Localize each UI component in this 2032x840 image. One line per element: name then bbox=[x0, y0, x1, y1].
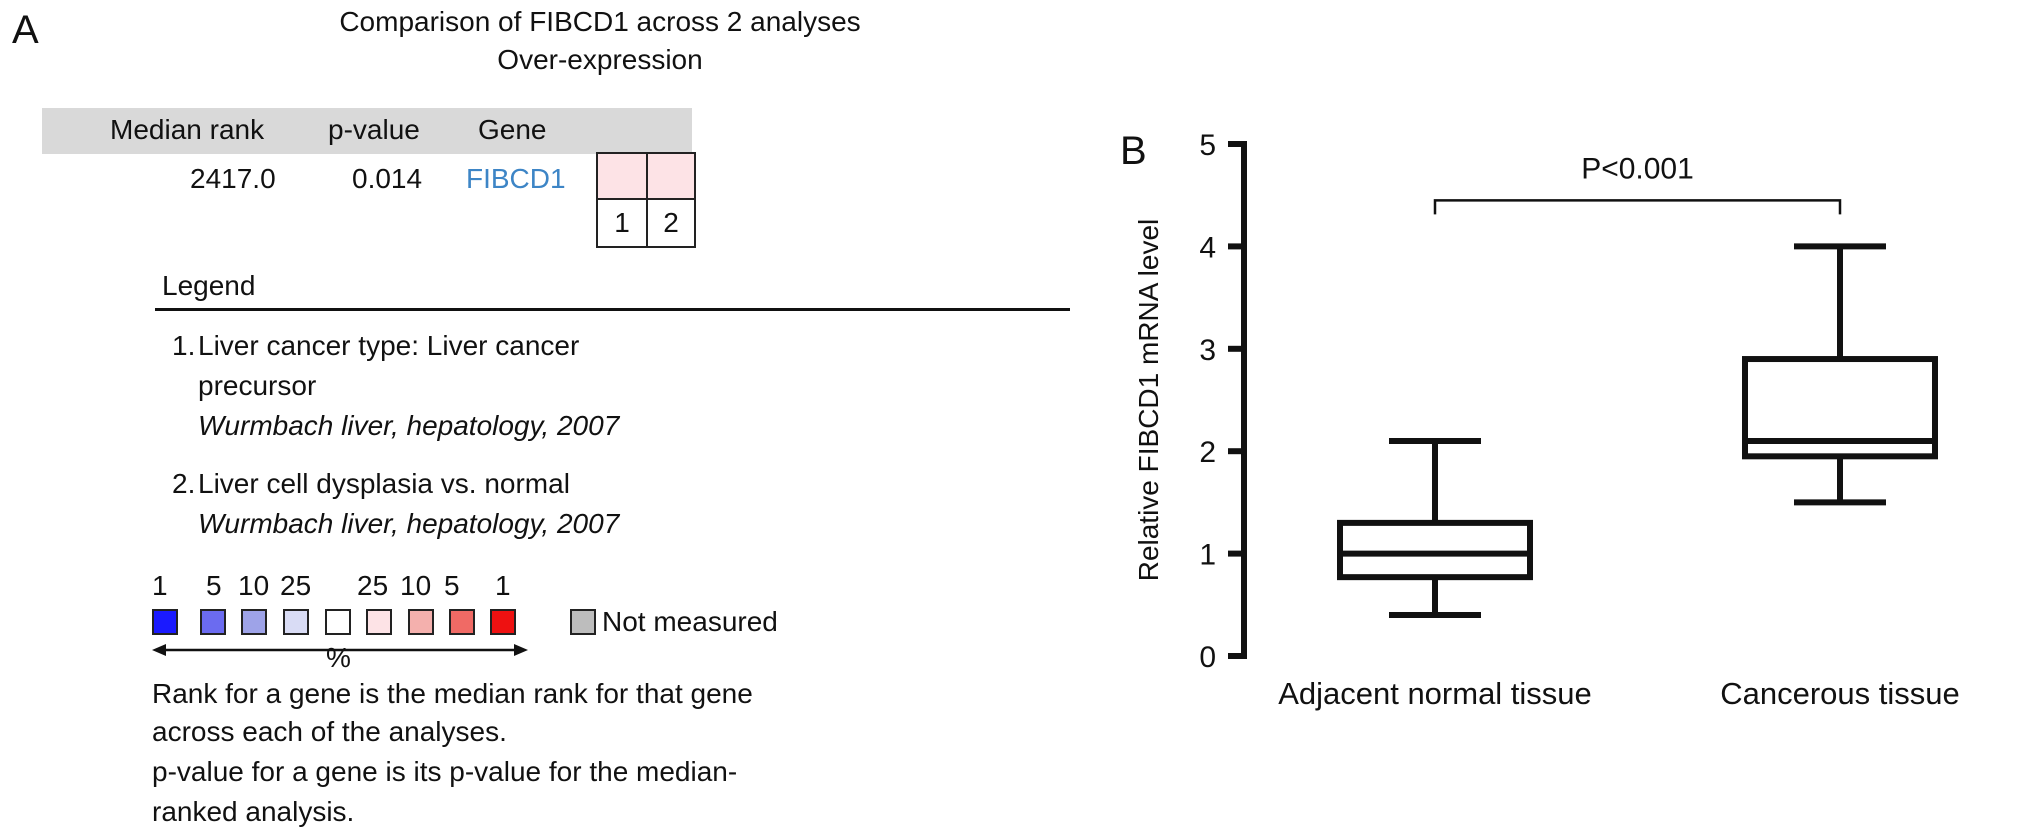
scale-swatch bbox=[449, 609, 475, 635]
x-category-label: Cancerous tissue bbox=[1720, 676, 1960, 711]
note-line: across each of the analyses. bbox=[152, 716, 507, 747]
comparison-subtitle: Over-expression bbox=[497, 44, 703, 75]
scale-label: 25 bbox=[280, 570, 312, 601]
percent-label: % bbox=[326, 642, 351, 673]
y-tick-label: 0 bbox=[1199, 641, 1216, 674]
box-iqr bbox=[1337, 519, 1533, 581]
table-header-bar bbox=[42, 108, 692, 154]
scale-swatch bbox=[200, 609, 226, 635]
note-line: ranked analysis. bbox=[152, 796, 355, 827]
scale-label: 5 bbox=[206, 570, 222, 601]
scale-label: 10 bbox=[238, 570, 270, 601]
legend-item-1-citation: Wurmbach liver, hepatology, 2007 bbox=[198, 410, 620, 441]
heatmap-index-2: 2 bbox=[646, 198, 696, 248]
legend-item-1-text-cont: precursor bbox=[198, 370, 317, 401]
y-axis-label: Relative FIBCD1 mRNA level bbox=[1133, 219, 1164, 582]
y-tick-label: 1 bbox=[1199, 539, 1216, 572]
scale-swatch bbox=[241, 609, 267, 635]
header-median-rank: Median rank bbox=[110, 114, 265, 145]
header-p-value: p-value bbox=[328, 114, 420, 145]
heatmap-cell-2 bbox=[646, 152, 696, 200]
y-tick-label: 4 bbox=[1199, 231, 1216, 264]
scale-label: 25 bbox=[357, 570, 389, 601]
scale-swatch bbox=[283, 609, 309, 635]
box-iqr bbox=[1742, 356, 1938, 460]
legend-item-2-num: 2. bbox=[172, 468, 196, 499]
scale-label: 1 bbox=[495, 570, 511, 601]
note-line: Rank for a gene is the median rank for t… bbox=[152, 678, 753, 709]
not-measured-label: Not measured bbox=[602, 606, 778, 637]
gene-link-fibcd1[interactable]: FIBCD1 bbox=[466, 163, 566, 194]
heatmap-index-1: 1 bbox=[596, 198, 648, 248]
scale-label: 5 bbox=[444, 570, 460, 601]
legend-divider bbox=[155, 308, 1070, 311]
y-tick-label: 5 bbox=[1199, 129, 1216, 162]
comparison-title: Comparison of FIBCD1 across 2 analyses bbox=[339, 6, 861, 37]
note-line: p-value for a gene is its p-value for th… bbox=[152, 756, 738, 787]
x-category-label: Adjacent normal tissue bbox=[1278, 676, 1592, 711]
significance-bracket bbox=[1433, 199, 1842, 215]
scale-label: 1 bbox=[152, 570, 168, 601]
scale-swatch bbox=[408, 609, 434, 635]
scale-arrow bbox=[152, 644, 528, 656]
panel-label-a: A bbox=[12, 8, 39, 52]
heatmap-cell-1 bbox=[596, 152, 648, 200]
y-tick-label: 3 bbox=[1199, 334, 1216, 367]
legend-item-2-citation: Wurmbach liver, hepatology, 2007 bbox=[198, 508, 620, 539]
p-value-value: 0.014 bbox=[352, 163, 423, 194]
panel-label-b: B bbox=[1120, 129, 1147, 173]
scale-swatch bbox=[152, 609, 178, 635]
scale-swatch bbox=[325, 609, 351, 635]
scale-swatch bbox=[366, 609, 392, 635]
significance-label: P<0.001 bbox=[1581, 152, 1694, 185]
scale-swatch bbox=[490, 609, 516, 635]
scale-label: 10 bbox=[400, 570, 432, 601]
legend-item-2-text: Liver cell dysplasia vs. normal bbox=[198, 468, 570, 499]
legend-item-1-text: Liver cancer type: Liver cancer bbox=[198, 330, 580, 361]
legend-heading: Legend bbox=[162, 270, 256, 301]
median-rank-value: 2417.0 bbox=[190, 163, 276, 194]
header-gene: Gene bbox=[478, 114, 547, 145]
y-tick-label: 2 bbox=[1199, 436, 1216, 469]
legend-item-1-num: 1. bbox=[172, 330, 196, 361]
not-measured-swatch bbox=[570, 609, 596, 635]
